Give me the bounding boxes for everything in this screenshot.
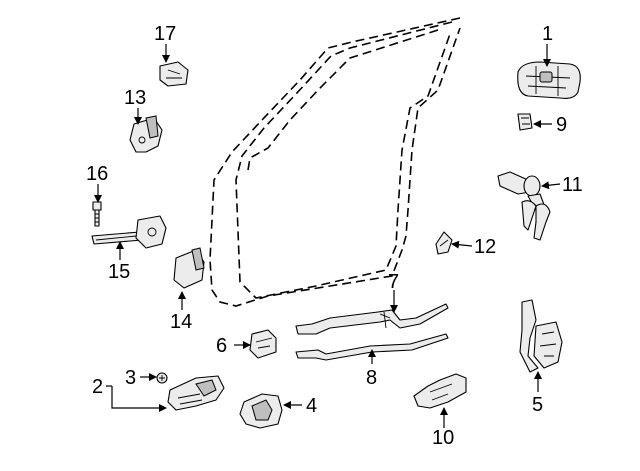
callout-14: 14 bbox=[170, 311, 192, 333]
callout-16: 16 bbox=[86, 163, 108, 185]
part-13-hinge bbox=[129, 115, 163, 153]
part-7-rod bbox=[295, 303, 449, 335]
callout-numbers: 1 2 3 4 5 6 7 8 9 10 11 12 13 14 15 16 1… bbox=[86, 23, 583, 449]
callout-2: 2 bbox=[92, 376, 103, 398]
callout-15: 15 bbox=[108, 261, 130, 283]
part-12-bracket bbox=[435, 231, 453, 255]
part-11-lock-cylinder-keys bbox=[497, 171, 551, 241]
part-15-door-check bbox=[91, 215, 167, 249]
part-5-latch bbox=[519, 299, 563, 373]
part-3-screw bbox=[156, 372, 168, 384]
callout-1: 1 bbox=[542, 23, 553, 45]
part-10-shield bbox=[413, 373, 467, 409]
part-14-hinge-lower bbox=[173, 247, 205, 289]
callout-13: 13 bbox=[124, 87, 146, 109]
part-2-handle-assembly bbox=[167, 375, 225, 411]
callout-8: 8 bbox=[366, 367, 377, 389]
part-17-bumper bbox=[159, 61, 189, 87]
callout-4: 4 bbox=[306, 395, 317, 417]
part-4-inside-handle bbox=[239, 393, 283, 429]
part-9-clip bbox=[517, 113, 533, 131]
callout-12: 12 bbox=[474, 236, 496, 258]
callout-5: 5 bbox=[532, 394, 543, 416]
callout-11: 11 bbox=[562, 174, 583, 196]
part-1-outside-handle bbox=[517, 61, 581, 99]
part-16-bolt bbox=[92, 201, 102, 227]
callout-17: 17 bbox=[154, 23, 176, 45]
part-8-rod bbox=[295, 333, 449, 361]
callout-7: 7 bbox=[388, 271, 399, 293]
callout-10: 10 bbox=[432, 427, 454, 449]
callout-6: 6 bbox=[216, 335, 227, 357]
callout-3: 3 bbox=[125, 367, 136, 389]
callout-9: 9 bbox=[556, 114, 567, 136]
part-6-switch bbox=[249, 329, 277, 359]
door-outline bbox=[209, 17, 461, 307]
leader-lines bbox=[94, 44, 561, 428]
